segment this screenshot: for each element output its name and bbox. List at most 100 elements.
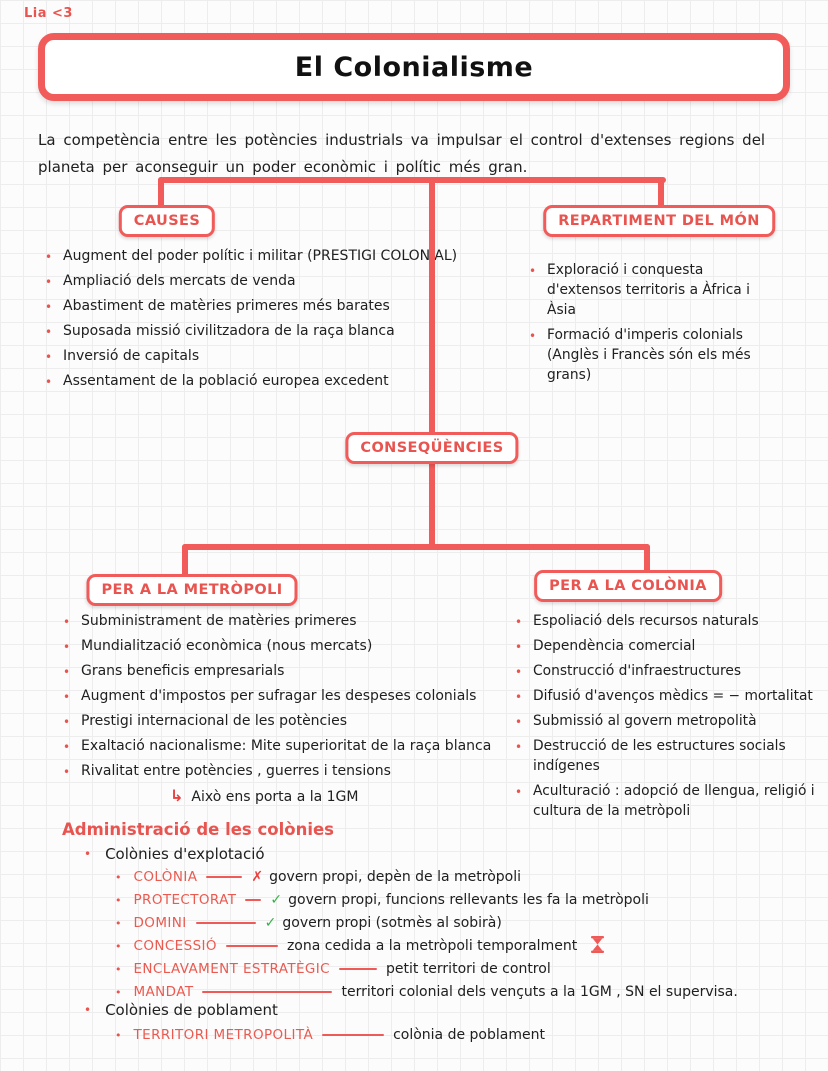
- repartiment-list: •Exploració i conquesta d'extensos terri…: [524, 260, 780, 390]
- list-item-text: Augment d'impostos per sufragar les desp…: [81, 688, 477, 704]
- colony-type-description: govern propi, depèn de la metròpoli: [269, 869, 522, 885]
- connector-line: [429, 177, 435, 437]
- connector-line: [206, 876, 243, 878]
- author-note: Lia <3: [24, 6, 73, 21]
- list-item-text: Difusió d'avenços mèdics = − mortalitat: [533, 688, 813, 704]
- colony-type-description: colònia de poblament: [393, 1027, 545, 1043]
- list-item: •Espoliació dels recursos naturals: [510, 611, 822, 631]
- bullet-icon: •: [515, 690, 523, 704]
- list-item: • Rivalitat entre potències , guerres i t…: [58, 761, 518, 781]
- list-item: •Formació d'imperis colonials (Anglès i …: [524, 325, 780, 385]
- bullet-icon: •: [45, 325, 53, 339]
- list-item-text: Formació d'imperis colonials (Anglès i F…: [547, 327, 751, 383]
- bullet-icon: •: [63, 665, 71, 679]
- bullet-icon: •: [45, 250, 53, 264]
- bullet-icon: •: [45, 350, 53, 364]
- bullet-icon: •: [63, 740, 71, 754]
- bullet-icon: •: [45, 300, 53, 314]
- bullet-icon: •: [84, 1003, 92, 1017]
- bullet-icon: •: [115, 916, 122, 930]
- colony-type-description: govern propi, funcions rellevants les fa…: [288, 892, 649, 908]
- list-item: • Ampliació dels mercats de venda: [40, 271, 480, 291]
- connector-line: [182, 544, 650, 550]
- check-icon: ✓: [270, 892, 283, 908]
- colony-type-description: petit territori de control: [386, 961, 551, 977]
- metropoli-list: • Subministrament de matèries primeres • M…: [58, 611, 518, 807]
- node-colonia: PER A LA COLÒNIA: [534, 570, 722, 602]
- bullet-icon: •: [45, 275, 53, 289]
- list-item-text: Abastiment de matèries primeres més bara…: [63, 298, 390, 314]
- list-item-text: Destrucció de les estructures socials in…: [533, 738, 786, 774]
- colony-type-term: PROTECTORAT: [133, 892, 237, 908]
- list-item: • MANDAT territori colonial dels vençuts…: [115, 981, 738, 1003]
- list-item: • Assentament de la població europea exce…: [40, 371, 480, 391]
- list-item-text: Prestigi internacional de les potències: [81, 713, 348, 729]
- list-item: •Submissió al govern metropolità: [510, 711, 822, 731]
- list-item-text: Ampliació dels mercats de venda: [63, 273, 296, 289]
- list-item: •Prestigi internacional de les potències: [58, 711, 518, 731]
- bullet-icon: •: [45, 375, 53, 389]
- list-item-text: Colònies d'explotació: [105, 845, 265, 863]
- list-item-text: Colònies de poblament: [105, 1001, 278, 1019]
- list-item-text: Assentament de la població europea exced…: [63, 373, 389, 389]
- bullet-icon: •: [515, 785, 523, 799]
- bullet-icon: •: [63, 615, 71, 629]
- list-item-text: Dependència comercial: [533, 638, 696, 654]
- colony-type-term: MANDAT: [133, 984, 194, 1000]
- list-item-text: Suposada missió civilitzadora de la raça…: [63, 323, 395, 339]
- list-item-text: Construcció d'infraestructures: [533, 663, 742, 679]
- section-heading: Administració de les colònies: [62, 820, 335, 839]
- list-item-text: Exaltació nacionalisme: Mite superiorita…: [81, 738, 492, 754]
- bullet-icon: •: [63, 640, 71, 654]
- colony-type-term: ENCLAVAMENT ESTRATÈGIC: [133, 961, 330, 977]
- list-item: • Difusió d'avenços mèdics = − mortalitat: [510, 686, 822, 706]
- bullet-icon: •: [63, 690, 71, 704]
- colony-type-description: govern propi (sotmès al sobirà): [282, 915, 502, 931]
- list-item: •Inversió de capitals: [40, 346, 480, 366]
- bullet-icon: •: [115, 893, 122, 907]
- list-item: •Aculturació : adopció de llengua, relig…: [510, 781, 822, 821]
- connector-line: [644, 544, 650, 576]
- bullet-icon: •: [115, 962, 122, 976]
- list-item: •Construcció d'infraestructures: [510, 661, 822, 681]
- bullet-icon: •: [515, 640, 523, 654]
- list-item-text: Augment del poder polític i militar (PRE…: [63, 248, 458, 264]
- list-item: • Exaltació nacionalisme: Mite superiorit…: [58, 736, 518, 756]
- bullet-icon: •: [529, 264, 537, 278]
- bullet-icon: •: [63, 765, 71, 779]
- node-consequencies: CONSEQÜÈNCIES: [345, 432, 519, 464]
- colony-type-term: TERRITORI METROPOLITÀ: [133, 1027, 314, 1043]
- corner-arrow-icon: ↳: [170, 786, 184, 805]
- connector-line: [202, 991, 333, 993]
- causes-list: • Augment del poder polític i militar (PR…: [40, 246, 480, 396]
- list-item: • COLÒNIA ✗ govern propi, depèn de la me…: [115, 866, 521, 888]
- list-item: • TERRITORI METROPOLITÀ colònia de pobla…: [115, 1024, 545, 1046]
- bullet-icon: •: [84, 847, 92, 861]
- list-item-text: Subministrament de matèries primeres: [81, 613, 357, 629]
- arrow-note: ↳Això ens porta a la 1GM: [58, 786, 518, 807]
- connector-line: [322, 1034, 385, 1036]
- intro-paragraph: La competència entre les potències indus…: [38, 131, 766, 176]
- list-item: • DOMINI ✓ govern propi (sotmès al sobir…: [115, 912, 502, 934]
- colony-type-term: DOMINI: [133, 915, 187, 931]
- connector-line: [158, 177, 666, 183]
- list-item: • Augment del poder polític i militar (PR…: [40, 246, 480, 266]
- connector-line: [658, 177, 664, 211]
- list-item: • Abastiment de matèries primeres més bar…: [40, 296, 480, 316]
- list-item: •Grans beneficis empresarials: [58, 661, 518, 681]
- list-item-text: Mundialització econòmica (nous mercats): [81, 638, 373, 654]
- page-title: El Colonialisme: [294, 51, 534, 83]
- list-item-text: Rivalitat entre potències , guerres i te…: [81, 763, 391, 779]
- colony-type-term: CONCESSIÓ: [133, 938, 217, 954]
- connector-line: [225, 945, 278, 947]
- hourglass-icon: [591, 935, 605, 957]
- list-item: • CONCESSIÓ zona cedida a la metròpoli t…: [115, 935, 605, 957]
- list-item: •Destrucció de les estructures socials i…: [510, 736, 822, 776]
- cross-icon: ✗: [251, 869, 264, 885]
- bullet-icon: •: [115, 985, 122, 999]
- connector-line: [339, 968, 377, 970]
- connector-line: [195, 922, 256, 924]
- node-repartiment: REPARTIMENT DEL MÓN: [543, 205, 775, 237]
- list-item: • Suposada missió civilitzadora de la raç…: [40, 321, 480, 341]
